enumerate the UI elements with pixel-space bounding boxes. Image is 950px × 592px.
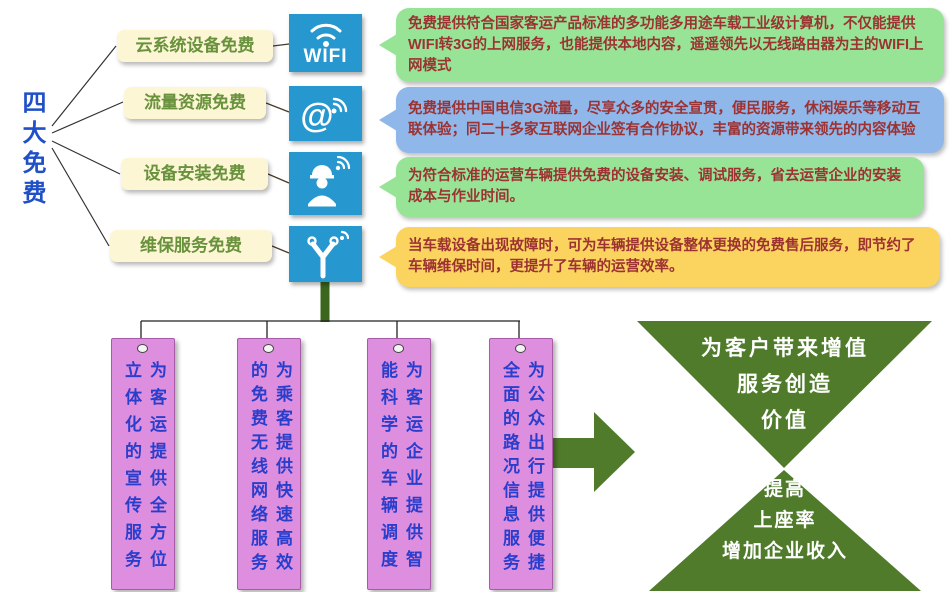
tile-installation (289, 152, 362, 215)
service-text-traffic-info: 为公众出行提供便捷 全面的路况信息服务 (500, 361, 544, 577)
bubble-cloud-device: 免费提供符合国家客运产品标准的多功能多用途车载工业级计算机，不仅能提供WIFI转… (379, 8, 944, 82)
title-fan-lines (51, 45, 124, 247)
service-text-fleet-dispatch: 为客运企业提供智 能科学的车辆调度 (378, 361, 422, 577)
category-label-maintenance: 维保服务免费 (110, 230, 272, 262)
service-box-promotion: 为客运提供全方位 立体化的宣传服务 (111, 338, 175, 590)
bubble-text-cloud-device: 免费提供符合国家客运产品标准的多功能多用途车载工业级计算机，不仅能提供WIFI转… (408, 15, 924, 74)
tile-maintenance (289, 226, 362, 282)
bubble-text-data-traffic: 免费提供中国电信3G流量，尽享众多的安全宣贯，便民服务，休闲娱乐等移动互联体验；… (408, 101, 921, 138)
main-title: 四大免费 (18, 90, 45, 210)
benefit-line: 价值 (761, 409, 809, 432)
benefit-top-triangle (637, 321, 932, 468)
at-signal-icon: @ (300, 97, 348, 135)
bubble-data-traffic: 免费提供中国电信3G流量，尽享众多的安全宣贯，便民服务，休闲娱乐等移动互联体验；… (379, 87, 944, 153)
connector-pin (137, 344, 148, 353)
tile-wifi: WIFI (289, 14, 362, 72)
service-box-fleet-dispatch: 为客运企业提供智 能科学的车辆调度 (367, 338, 431, 590)
result-arrow (553, 412, 635, 492)
service-text-promotion: 为客运提供全方位 立体化的宣传服务 (122, 361, 166, 577)
benefit-bottom-text: 提高 上座率 增加企业收入 (645, 474, 925, 567)
installer-icon (308, 155, 351, 207)
wifi-icon (310, 23, 341, 47)
connector-pin (515, 344, 526, 353)
bubble-maintenance: 当车载设备出现故障时，可为车辆提供设备整体更换的免费售后服务，即节约了车辆维保时… (379, 227, 940, 287)
benefit-line: 增加企业收入 (721, 541, 848, 562)
benefit-top-text: 为客户带来增值 服务创造 价值 (640, 331, 930, 439)
svg-text:@: @ (300, 97, 333, 135)
wifi-caption: WIFI (303, 46, 348, 67)
label-tile-lines (265, 43, 290, 254)
benefit-line: 上座率 (753, 510, 817, 531)
connector-pin (263, 344, 274, 353)
benefit-bottom-triangle (649, 470, 921, 591)
category-label-cloud-device: 云系统设备免费 (117, 30, 273, 62)
benefit-line: 为客户带来增值 (701, 337, 869, 360)
connector-pin (393, 344, 404, 353)
maintenance-icon (307, 230, 350, 279)
bubble-text-maintenance: 当车载设备出现故障时，可为车辆提供设备整体更换的免费售后服务，即节约了车辆维保时… (408, 238, 916, 275)
bubble-installation: 为符合标准的运营车辆提供免费的设备安装、调试服务，省去运营企业的安装成本与作业时… (379, 157, 924, 217)
benefit-line: 提高 (763, 479, 806, 500)
category-label-installation: 设备安装免费 (121, 158, 268, 190)
tile-data-traffic: @ (289, 86, 362, 141)
service-box-traffic-info: 为公众出行提供便捷 全面的路况信息服务 (489, 338, 553, 590)
branch-lines (140, 320, 520, 343)
service-box-passenger-wifi: 为乘客提供快速高效 的免费无线网络服务 (237, 338, 301, 590)
category-label-data-traffic: 流量资源免费 (124, 87, 266, 119)
service-text-passenger-wifi: 为乘客提供快速高效 的免费无线网络服务 (248, 361, 292, 577)
benefit-line: 服务创造 (737, 373, 833, 396)
bubble-text-installation: 为符合标准的运营车辆提供免费的设备安装、调试服务，省去运营企业的安装成本与作业时… (408, 168, 901, 205)
